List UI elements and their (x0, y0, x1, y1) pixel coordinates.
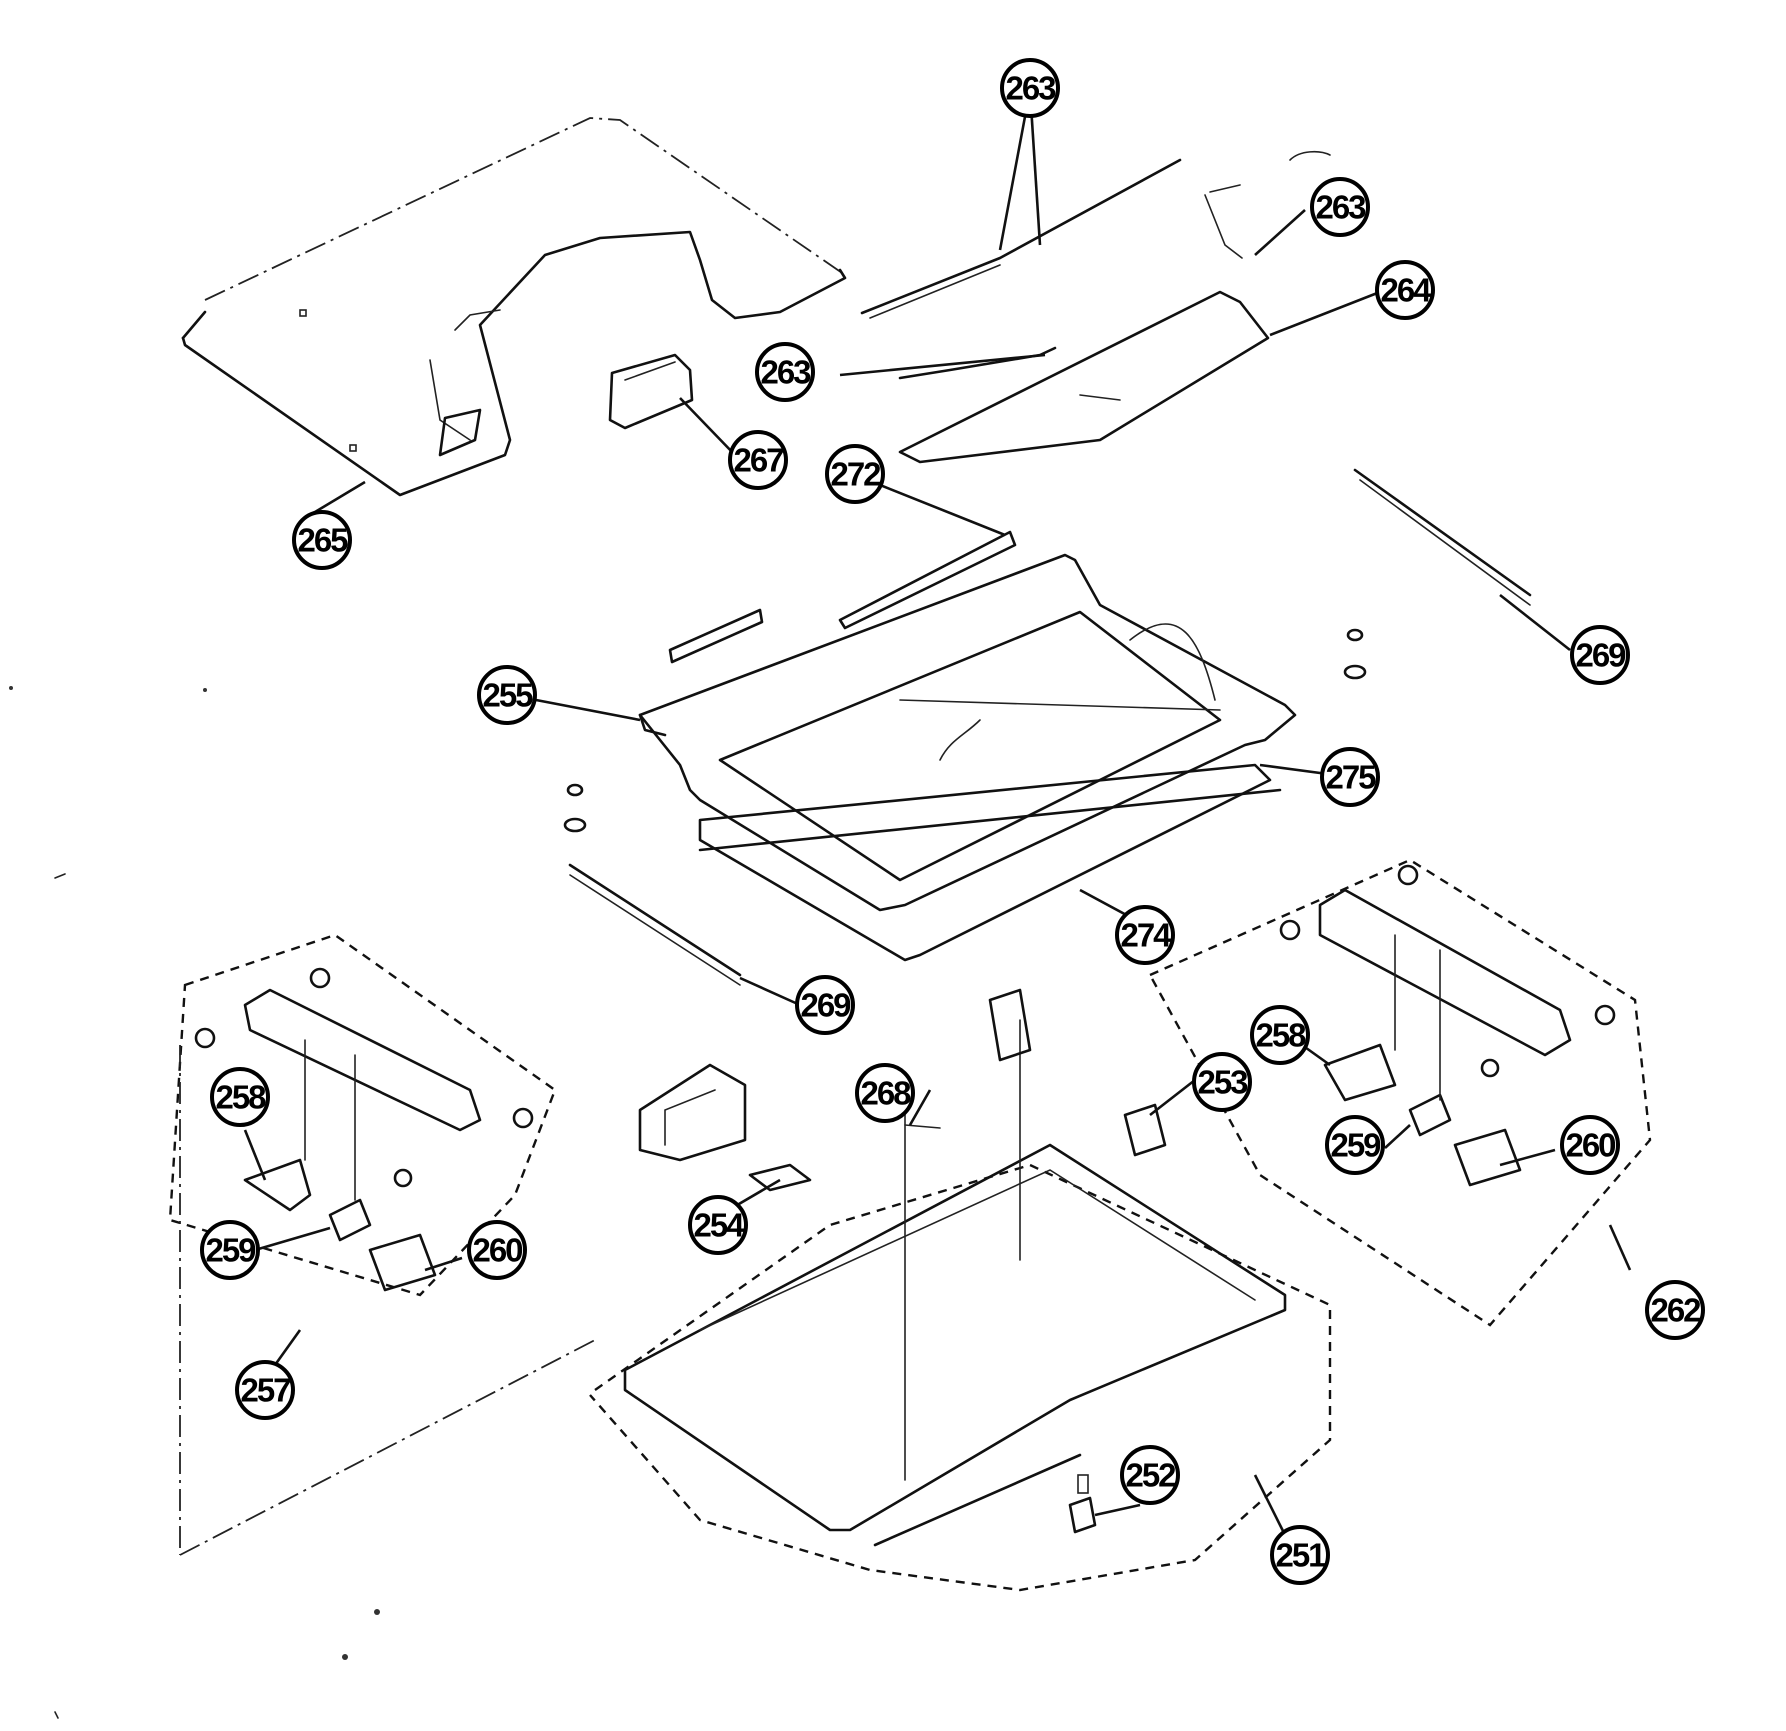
callout-255-label: 255 (482, 677, 533, 714)
callout-252: 252 (1120, 1445, 1180, 1505)
callout-259-left-label: 259 (205, 1232, 256, 1269)
callout-263-top-label: 263 (1005, 70, 1056, 107)
callout-264-label: 264 (1380, 272, 1432, 309)
plate-264-part (898, 290, 1270, 464)
callout-258-left: 258 (210, 1067, 270, 1127)
callout-263-right-label: 263 (1315, 189, 1366, 226)
callout-260-left-label: 260 (472, 1232, 522, 1269)
frame-assembly-part (638, 553, 1297, 962)
rail-263-part (860, 150, 1331, 380)
callout-269-left-label: 269 (800, 987, 851, 1024)
callout-251-label: 251 (1275, 1537, 1326, 1574)
callout-263-right: 263 (1310, 177, 1370, 237)
callout-274-label: 274 (1120, 917, 1172, 954)
callout-265-label: 265 (297, 522, 348, 559)
callout-264: 264 (1375, 260, 1435, 320)
callout-268-label: 268 (860, 1075, 911, 1112)
callout-262-label: 262 (1650, 1292, 1701, 1329)
stray-marks (9, 686, 380, 1719)
callout-260-right: 260 (1560, 1115, 1620, 1175)
rod-269-part (568, 468, 1532, 986)
callout-252-label: 252 (1125, 1457, 1176, 1494)
small-parts (638, 988, 1167, 1534)
callout-262: 262 (1645, 1280, 1705, 1340)
slider-272-part (668, 530, 1017, 664)
callout-274: 274 (1115, 905, 1175, 965)
callout-254: 254 (688, 1195, 748, 1255)
callout-269-left: 269 (795, 975, 855, 1035)
callout-253-label: 253 (1197, 1064, 1248, 1101)
callout-253: 253 (1192, 1052, 1252, 1112)
callout-269-right-label: 269 (1575, 637, 1626, 674)
callout-272-label: 272 (830, 456, 881, 493)
callout-275: 275 (1320, 747, 1380, 807)
callout-263-mid-label: 263 (760, 354, 811, 391)
left-subassembly-257 (168, 933, 557, 1297)
callout-260-right-label: 260 (1565, 1127, 1615, 1164)
callout-258-left-label: 258 (215, 1079, 266, 1116)
ring-parts (563, 628, 1367, 833)
callout-269-right: 269 (1570, 625, 1630, 685)
callout-268: 268 (855, 1063, 915, 1123)
callout-258-right-label: 258 (1255, 1017, 1306, 1054)
callout-265: 265 (292, 510, 352, 570)
top-cover-part (181, 117, 847, 497)
callout-267-label: 267 (733, 442, 783, 479)
callout-263-mid: 263 (755, 342, 815, 402)
callout-272: 272 (825, 444, 885, 504)
callout-263-top: 263 (1000, 58, 1060, 118)
callout-267: 267 (728, 430, 788, 490)
callout-251: 251 (1270, 1525, 1330, 1585)
callout-254-label: 254 (693, 1207, 745, 1244)
callout-255: 255 (477, 665, 537, 725)
callout-259-right-label: 259 (1330, 1127, 1381, 1164)
bracket-267-part (608, 353, 694, 430)
callout-258-right: 258 (1250, 1005, 1310, 1065)
right-subassembly-262 (1148, 858, 1652, 1327)
callout-259-right: 259 (1325, 1115, 1385, 1175)
callout-275-label: 275 (1325, 759, 1376, 796)
callout-259-left: 259 (200, 1220, 260, 1280)
callout-260-left: 260 (467, 1220, 527, 1280)
base-251-part (179, 1019, 1332, 1592)
callout-257: 257 (235, 1360, 295, 1420)
callout-257-label: 257 (240, 1372, 290, 1409)
